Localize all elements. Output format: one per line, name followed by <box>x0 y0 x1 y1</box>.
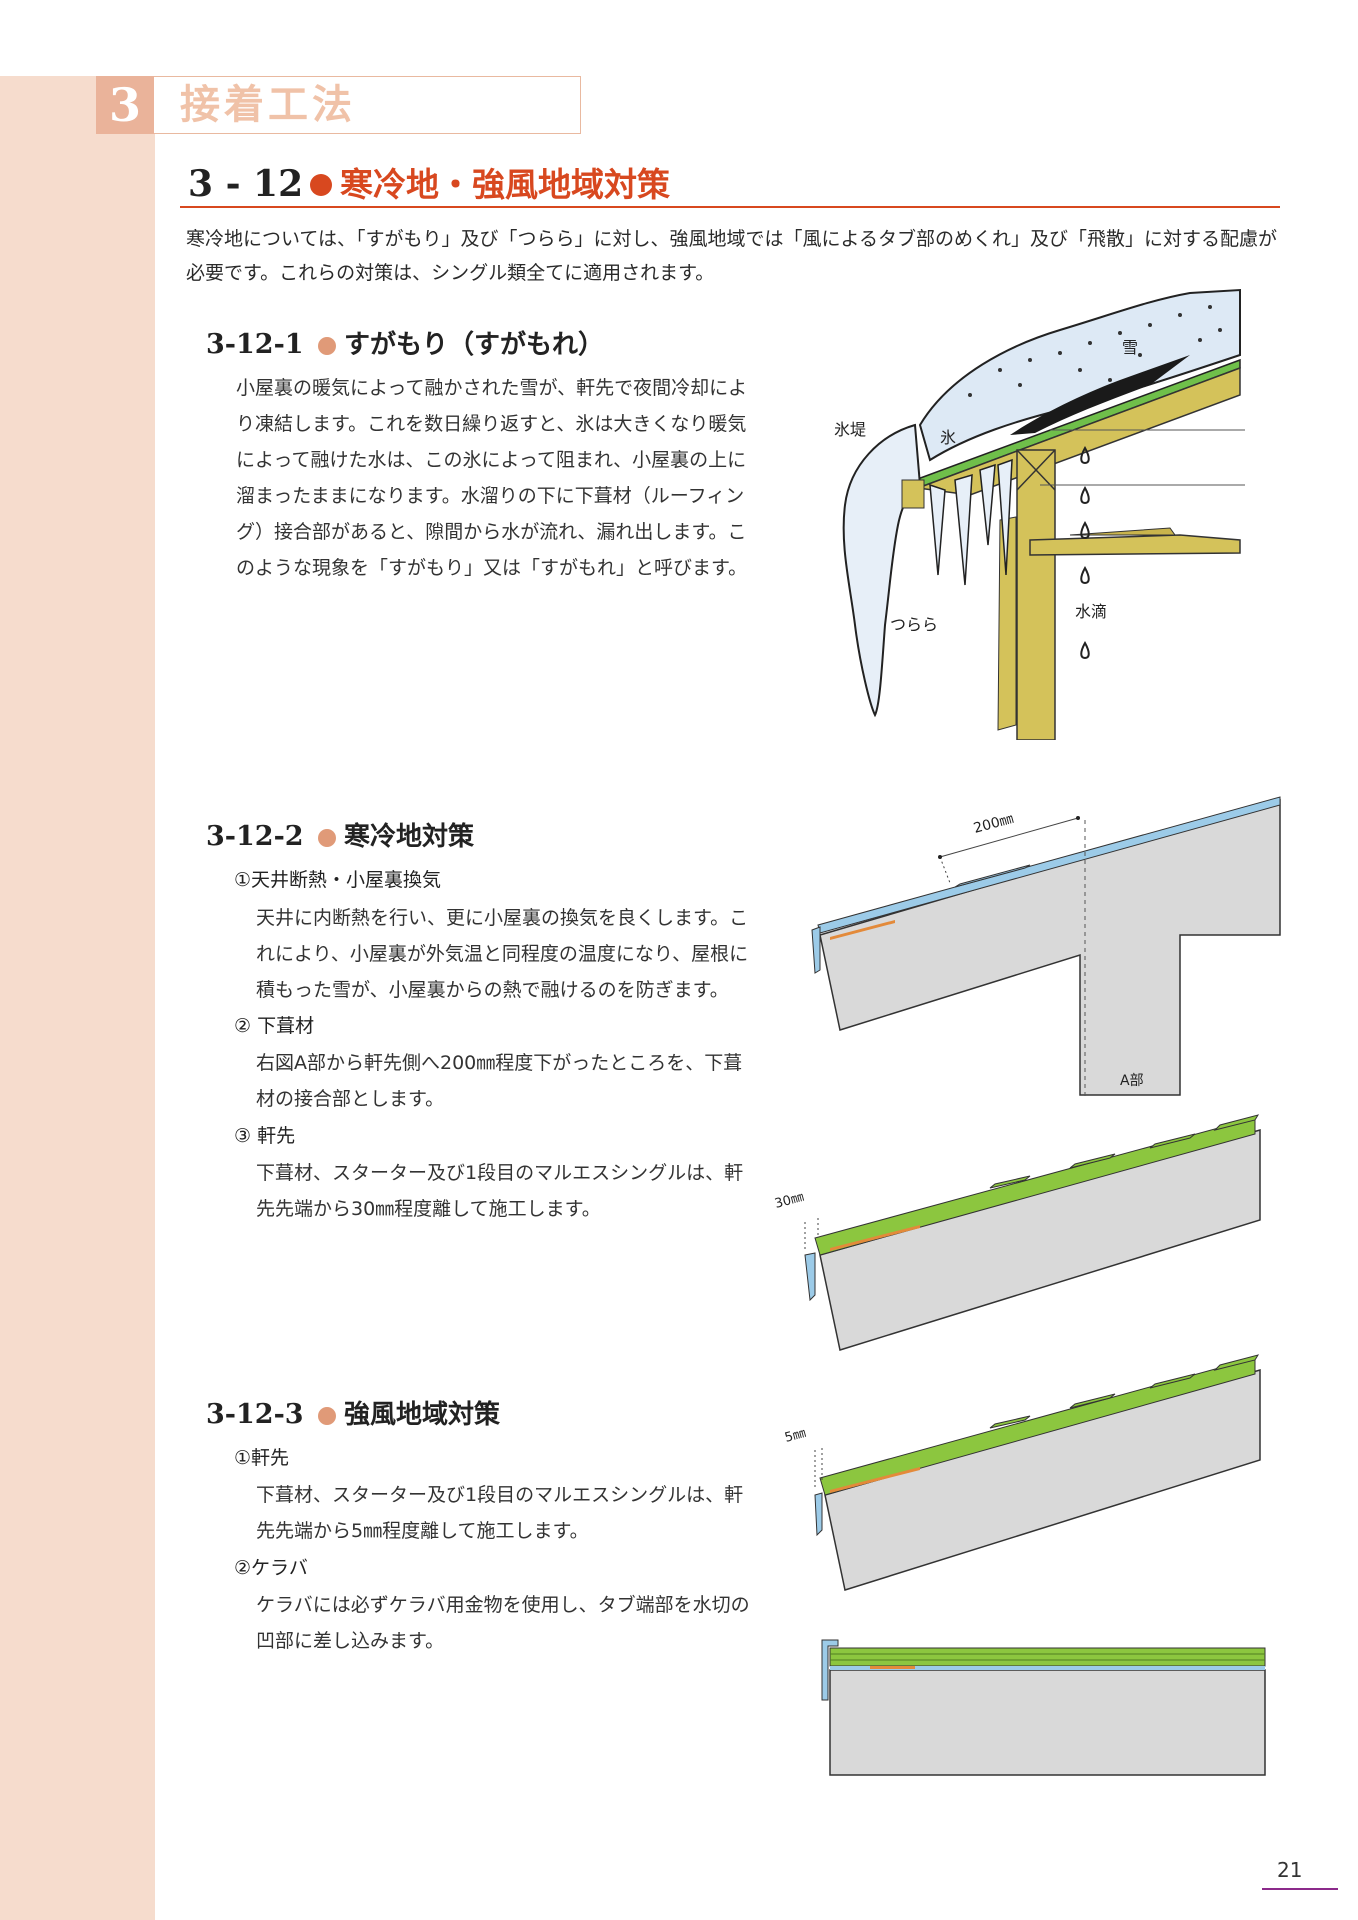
sub2-item2-title: ② 下葺材 <box>234 1015 315 1037</box>
sub3-bullet-icon <box>318 1407 336 1425</box>
sub3-item2-title: ②ケラバ <box>234 1557 308 1579</box>
sub1-bullet-icon <box>318 337 336 355</box>
sub2-item3-title: ③ 軒先 <box>234 1125 296 1147</box>
sub3-title: 強風地域対策 <box>344 1400 501 1430</box>
sub3-item1-title: ①軒先 <box>234 1447 290 1469</box>
section-rule <box>180 206 1280 208</box>
sub3-item2-body: ケラバには必ずケラバ用金物を使用し、タブ端部を水切の凹部に差し込みます。 <box>256 1594 750 1652</box>
intro-text: 寒冷地については、「すがもり」及び「つらら」に対し、強風地域では「風によるタブ部… <box>186 228 1277 284</box>
section-title: 寒冷地・強風地域対策 <box>340 165 670 204</box>
side-band <box>0 76 155 1920</box>
label-snow: 雪 <box>1122 338 1138 357</box>
chapter-header-box <box>96 76 581 134</box>
label-ice: 氷 <box>940 428 956 447</box>
sub1-title: すがもり（すがもれ） <box>344 330 605 360</box>
label-dim-5: 5㎜ <box>783 1426 807 1446</box>
sub1-number: 3-12-1 <box>206 329 304 360</box>
page-number-rule <box>1262 1888 1338 1890</box>
sub1-body: 小屋裏の暖気によって融かされた雪が、軒先で夜間冷却により凍結します。これを数日繰… <box>236 377 748 579</box>
label-ice-dam: 氷堤 <box>834 420 866 439</box>
section-number: 3 - 12 <box>188 163 304 205</box>
sub3-number: 3-12-3 <box>206 1399 304 1430</box>
chapter-title: 接着工法 <box>180 82 356 128</box>
sub2-number: 3-12-2 <box>206 821 304 852</box>
chapter-number: 3 <box>96 76 154 134</box>
section-bullet-icon <box>310 174 332 196</box>
label-icicle: つらら <box>890 615 938 634</box>
page-number: 21 <box>1277 1858 1303 1882</box>
label-part-a: A部 <box>1120 1073 1144 1089</box>
label-dim-200: 200㎜ <box>972 811 1015 837</box>
label-water-drop: 水滴 <box>1075 602 1107 621</box>
sub2-bullet-icon <box>318 829 336 847</box>
sub3-item1-body: 下葺材、スターター及び1段目のマルエスシングルは、軒先先端から5㎜程度離して施工… <box>256 1484 744 1542</box>
label-dim-30: 30㎜ <box>773 1190 805 1212</box>
underlay-joint-diagram: 200㎜ A部 <box>811 796 1281 1100</box>
icicle-diagram: 雪 氷堤 氷 つらら 水滴 <box>834 288 1245 740</box>
sub2-item3-body: 下葺材、スターター及び1段目のマルエスシングルは、軒先先端から30㎜程度離して施… <box>256 1162 744 1220</box>
sub2-title: 寒冷地対策 <box>344 822 475 852</box>
verge-diagram <box>821 1639 1266 1776</box>
sub2-item2-body: 右図A部から軒先側へ200㎜程度下がったところを、下葺材の接合部とします。 <box>256 1052 743 1110</box>
sub2-item1-title: ①天井断熱・小屋裏換気 <box>234 869 442 891</box>
eaves-5mm-diagram: 5㎜ <box>783 1354 1261 1591</box>
sub2-item1-body: 天井に内断熱を行い、更に小屋裏の換気を良くします。これにより、小屋裏が外気温と同… <box>256 907 749 1001</box>
eaves-30mm-diagram: 30㎜ <box>773 1114 1261 1351</box>
